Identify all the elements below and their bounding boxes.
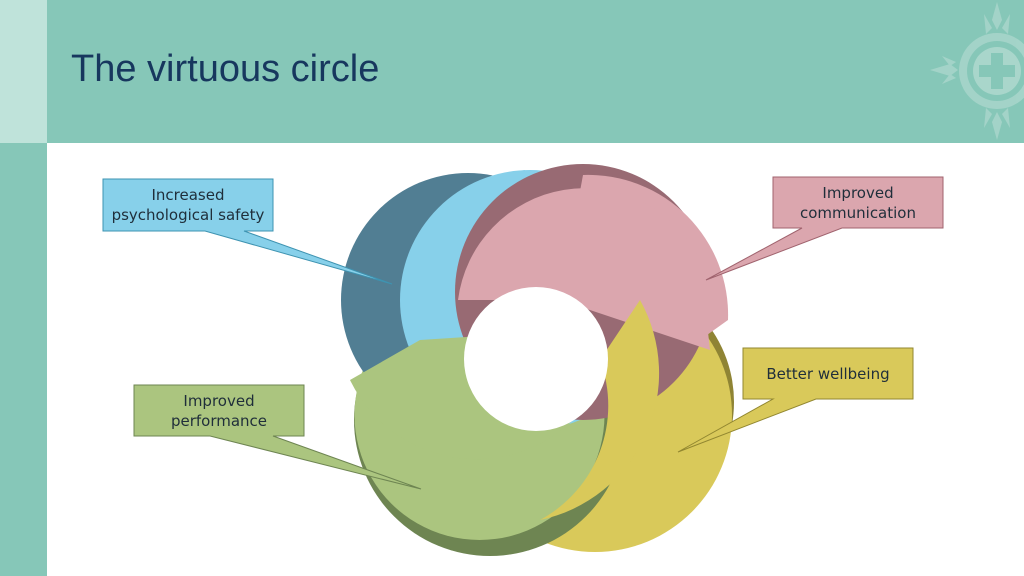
callout-communication-line2: communication bbox=[799, 203, 916, 222]
callout-performance-line2: performance bbox=[170, 411, 268, 430]
callout-communication-line1: Improved bbox=[822, 183, 894, 202]
callout-safety bbox=[102, 178, 393, 285]
title-bar bbox=[47, 0, 1024, 143]
callout-communication bbox=[705, 176, 944, 281]
callout-performance-text: Improved performance bbox=[134, 385, 304, 436]
callout-performance bbox=[133, 384, 422, 490]
center-hole bbox=[464, 287, 608, 431]
callout-wellbeing-text: Better wellbeing bbox=[743, 348, 913, 399]
callout-wellbeing-line1: Better wellbeing bbox=[766, 364, 890, 383]
left-strip-top bbox=[0, 0, 47, 143]
cross-emblem-icon bbox=[930, 2, 1024, 140]
page-title: The virtuous circle bbox=[71, 48, 380, 90]
callout-safety-line2: psychological safety bbox=[111, 206, 265, 224]
callout-safety-text: Increased psychological safety bbox=[103, 179, 273, 231]
callout-performance-line1: Improved bbox=[183, 391, 255, 410]
callout-communication-text: Improved communication bbox=[773, 177, 943, 228]
callout-wellbeing bbox=[677, 347, 914, 453]
callout-safety-line1: Increased bbox=[151, 186, 225, 204]
left-strip bbox=[0, 143, 47, 576]
segment-yellow-front bbox=[540, 300, 660, 520]
